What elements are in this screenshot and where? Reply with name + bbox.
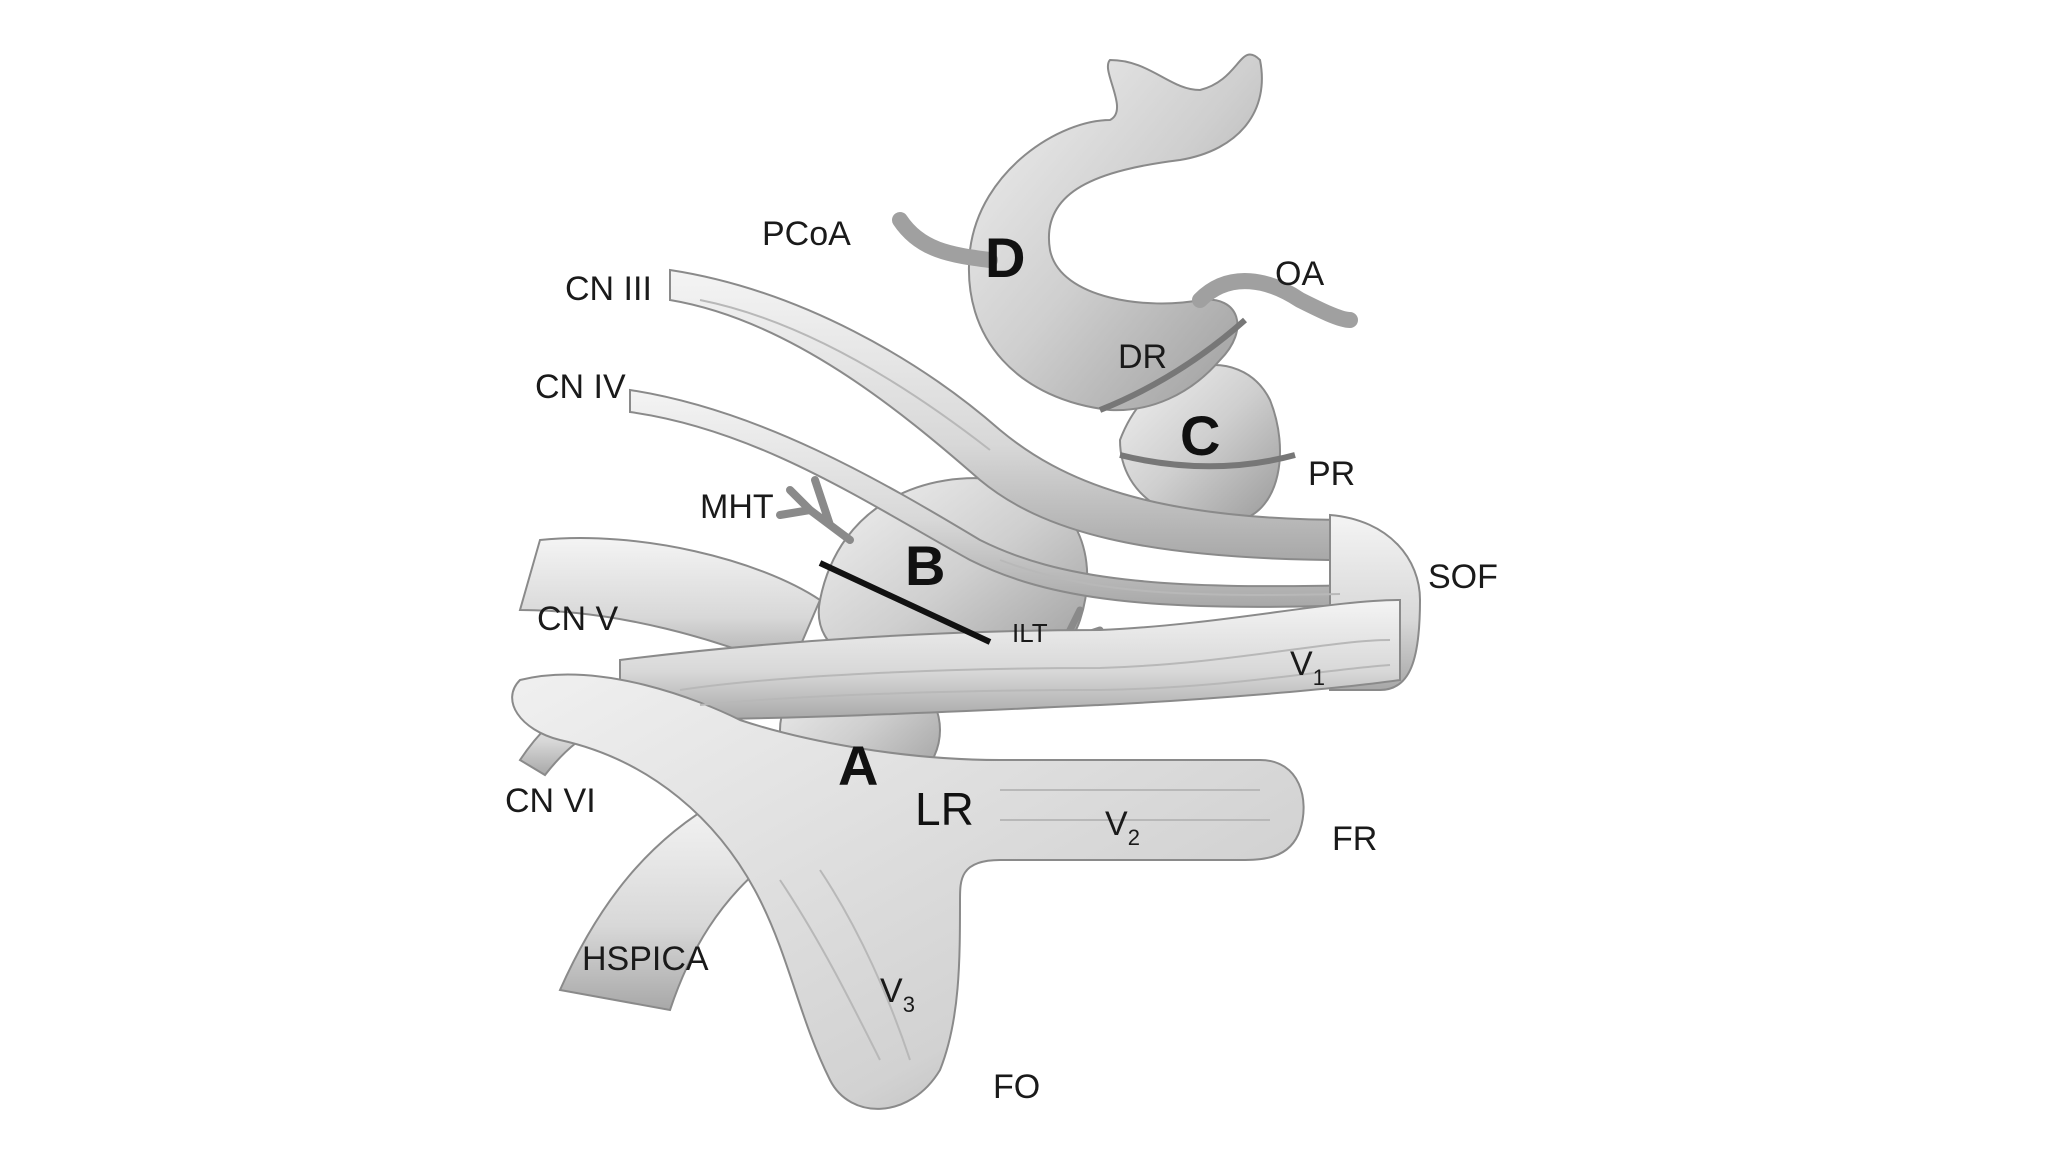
segment-label-c: C xyxy=(1180,404,1220,467)
distal-dural-ring xyxy=(1098,317,1247,413)
label-dr: DR xyxy=(1118,338,1167,376)
v1-branch xyxy=(619,598,1401,722)
label-hspica: HSPICA xyxy=(582,940,709,978)
segment-label-d: D xyxy=(985,226,1025,289)
pcoa-branch xyxy=(892,212,998,268)
label-cn6: CN VI xyxy=(505,782,596,820)
label-ilt: ILT xyxy=(1012,618,1048,648)
proximal-dural-ring xyxy=(1119,452,1296,470)
label-v1: V1 xyxy=(1290,645,1325,690)
trigeminal-ganglion xyxy=(511,673,1305,1110)
label-pr: PR xyxy=(1308,455,1355,493)
label-cn5: CN V xyxy=(537,600,619,638)
segment-label-b: B xyxy=(905,534,945,597)
label-oa: OA xyxy=(1275,255,1324,293)
label-cn3: CN III xyxy=(565,270,652,308)
label-mht: MHT xyxy=(700,488,774,526)
segment-label-a: A xyxy=(838,734,878,797)
label-cn4: CN IV xyxy=(535,368,626,406)
fiber-texture xyxy=(679,299,1391,1061)
mht-branch xyxy=(776,476,854,544)
label-fo: FO xyxy=(993,1068,1040,1106)
oa-branch xyxy=(1192,273,1358,328)
label-v2: V2 xyxy=(1105,805,1140,850)
label-v3: V3 xyxy=(880,972,915,1017)
cn5-root xyxy=(518,537,822,672)
label-sof: SOF xyxy=(1428,558,1498,596)
label-lr: LR xyxy=(915,783,974,835)
clamp-line xyxy=(818,560,992,645)
label-pcoa: PCoA xyxy=(762,215,851,253)
label-fr: FR xyxy=(1332,820,1377,858)
